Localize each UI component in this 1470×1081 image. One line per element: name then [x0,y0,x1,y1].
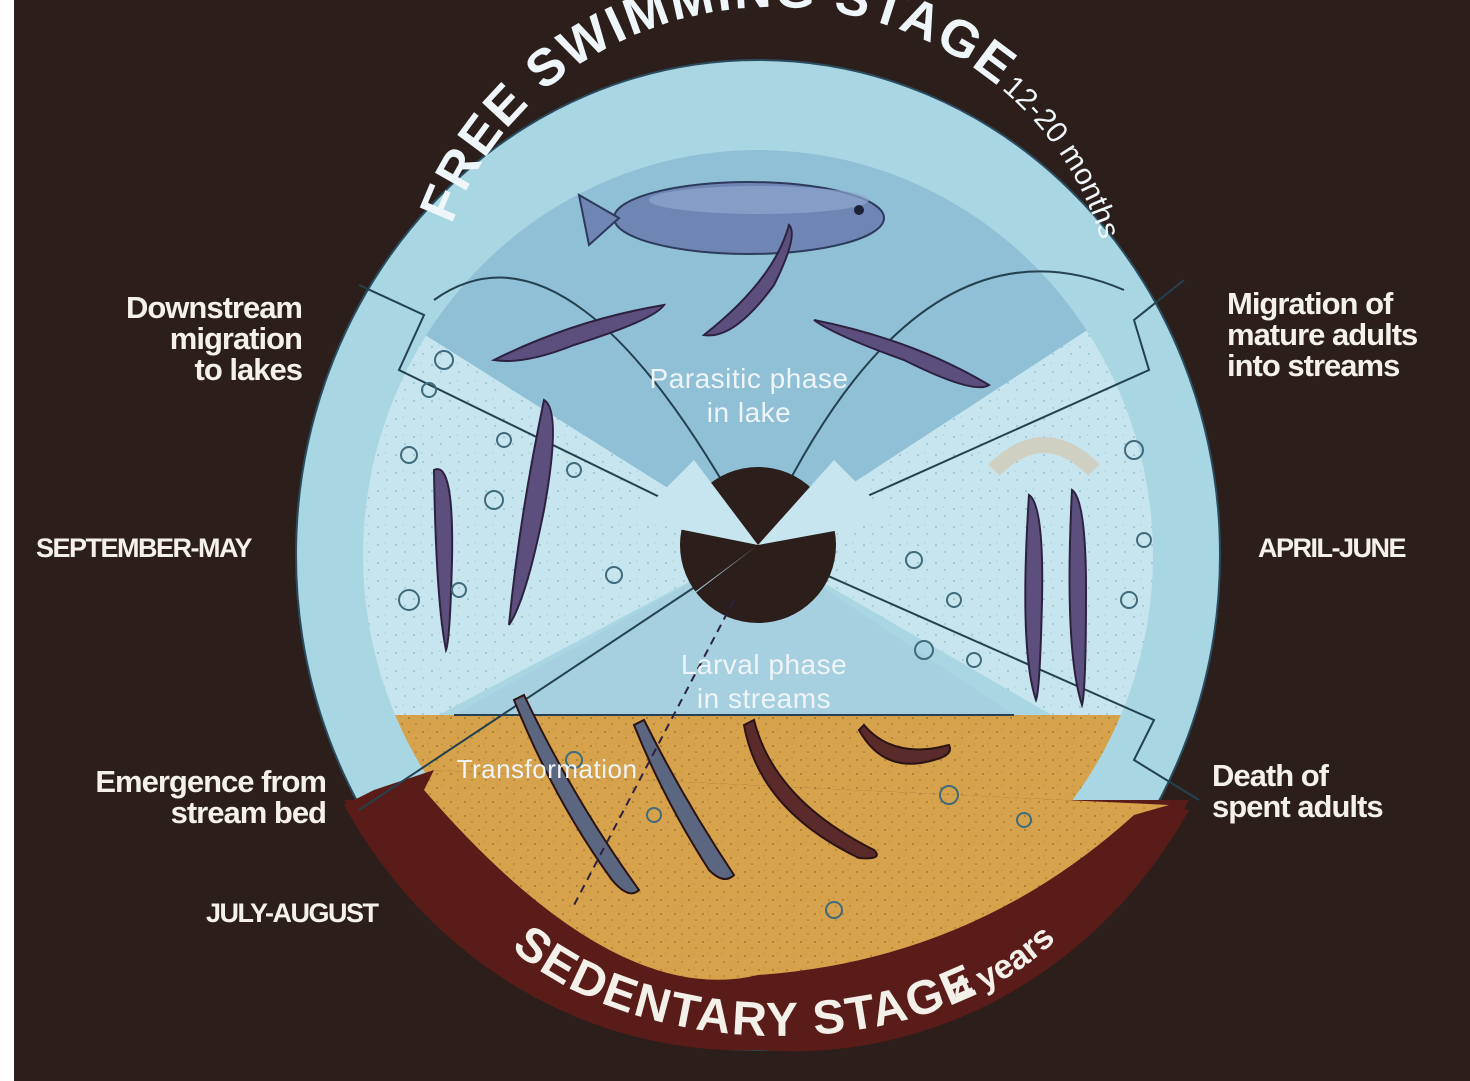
april-june-label: APRIL-JUNE [1258,533,1405,564]
transformation-label: Transformation [422,752,672,786]
downstream-migration-label: Downstream migration to lakes [84,292,302,385]
migration-of-adults-label: Migration of mature adults into streams [1227,288,1463,381]
diagram-background: FREE SWIMMING STAGE 12-20 months SEDENTA… [14,0,1470,1081]
death-of-adults-label: Death of spent adults [1212,760,1432,822]
july-august-label: JULY-AUGUST [206,898,378,929]
emergence-label: Emergence from stream bed [54,766,326,828]
september-may-label: SEPTEMBER-MAY [36,533,251,564]
larval-phase-label: Larval phase in streams [634,648,894,716]
parasitic-phase-label: Parasitic phase in lake [619,362,879,430]
